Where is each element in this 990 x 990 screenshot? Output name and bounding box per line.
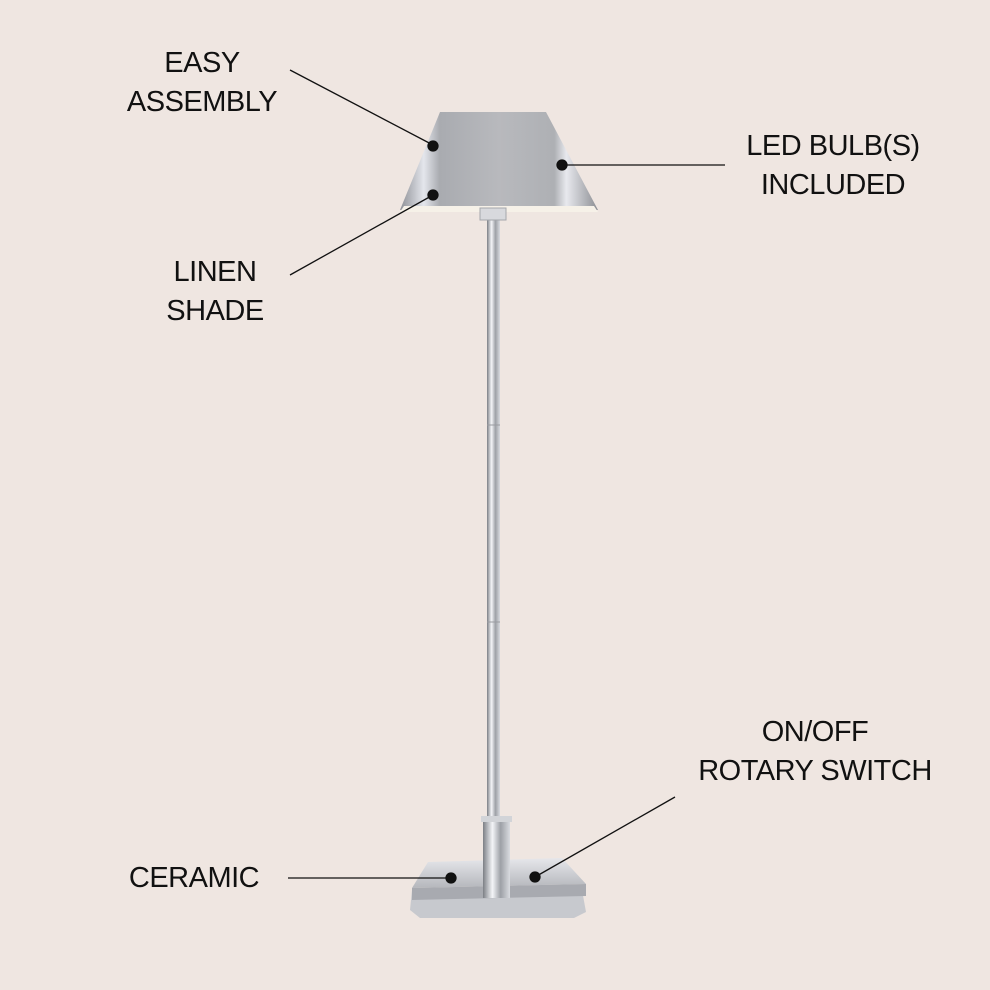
callout-text: LINEN [173, 256, 257, 288]
callout-ceramic: CERAMIC [128, 859, 260, 898]
callout-text: INCLUDED [760, 169, 906, 201]
callout-rotary-switch: ON/OFF ROTARY SWITCH [698, 713, 932, 791]
callout-line-rotary-switch [534, 796, 676, 878]
callout-linen-shade: LINEN SHADE [166, 253, 264, 331]
callout-line-easy-assembly [289, 69, 434, 146]
callout-line-linen-shade [289, 194, 434, 276]
lamp-shade [400, 112, 598, 221]
callout-text: EASY [164, 47, 240, 79]
callout-text: CERAMIC [128, 862, 260, 894]
callout-led-bulbs: LED BULB(S) INCLUDED [746, 127, 920, 205]
callout-dot-rotary-switch [529, 871, 541, 883]
callout-text: ROTARY SWITCH [698, 755, 932, 787]
callout-dot-ceramic [445, 872, 457, 884]
lamp-pole [487, 212, 500, 822]
callout-dot-easy-assembly [427, 140, 439, 152]
callout-text: ASSEMBLY [126, 86, 278, 118]
callout-text: ON/OFF [761, 716, 869, 748]
callout-dot-linen-shade [427, 189, 439, 201]
callout-dot-led-bulbs [556, 159, 568, 171]
callout-text: SHADE [166, 295, 264, 327]
callout-easy-assembly: EASY ASSEMBLY [126, 44, 278, 122]
lamp-base [410, 816, 586, 918]
callout-text: LED BULB(S) [746, 130, 920, 162]
